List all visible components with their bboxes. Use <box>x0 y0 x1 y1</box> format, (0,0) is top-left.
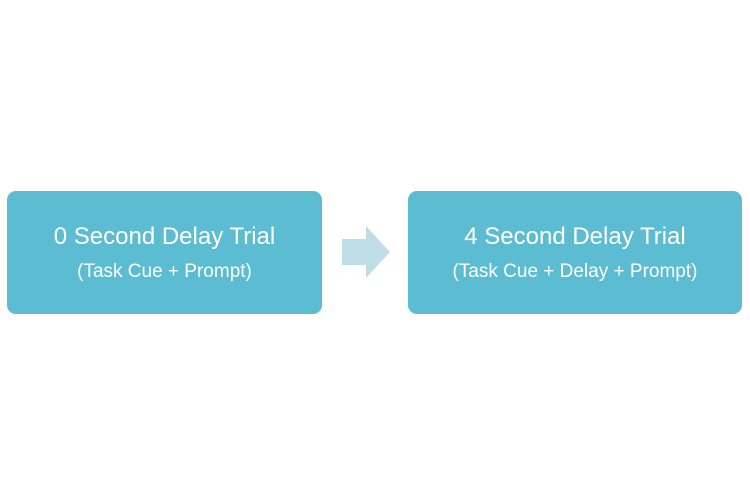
step-subtitle: (Task Cue + Prompt) <box>77 260 252 282</box>
step-box-4-second-delay: 4 Second Delay Trial (Task Cue + Delay +… <box>408 191 742 314</box>
step-title: 4 Second Delay Trial <box>464 222 686 250</box>
arrow-shape <box>342 226 390 278</box>
step-subtitle: (Task Cue + Delay + Prompt) <box>452 260 698 282</box>
right-arrow-icon <box>342 226 390 278</box>
step-box-0-second-delay: 0 Second Delay Trial (Task Cue + Prompt) <box>7 191 322 314</box>
step-title: 0 Second Delay Trial <box>53 222 276 250</box>
